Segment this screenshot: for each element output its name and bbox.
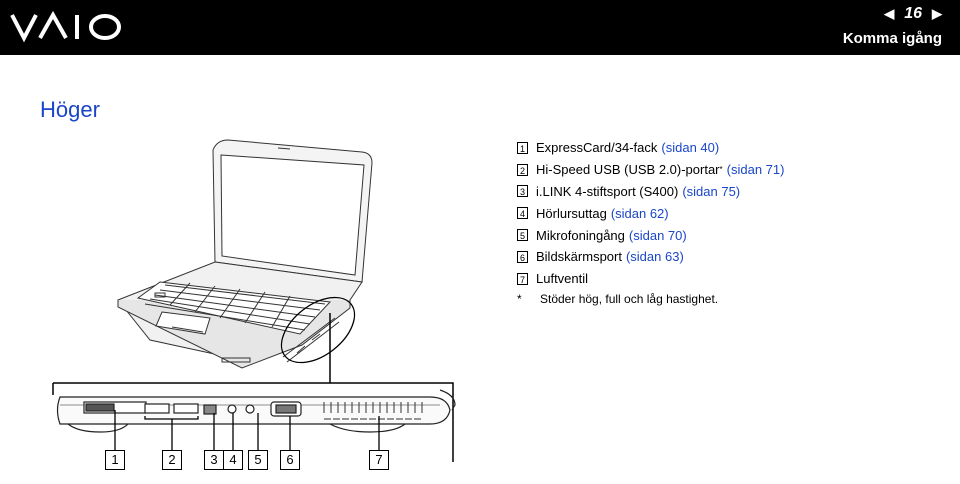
- callout-1: 1: [105, 450, 125, 470]
- item-number: 2: [517, 163, 528, 176]
- next-page-icon[interactable]: ▶: [932, 6, 942, 21]
- item-number: 6: [517, 250, 528, 263]
- section-title: Komma igång: [842, 30, 942, 47]
- list-item: 6 Bildskärmsport (sidan 63): [517, 246, 784, 268]
- item-text: Hi-Speed USB (USB 2.0)-portar: [536, 162, 720, 178]
- vent-slots: [323, 402, 423, 420]
- list-item: 4 Hörlursuttag (sidan 62): [517, 202, 784, 224]
- item-text: Bildskärmsport: [536, 249, 622, 265]
- list-item: 5 Mikrofoningång (sidan 70): [517, 224, 784, 246]
- page-link[interactable]: (sidan 71): [726, 162, 785, 178]
- item-text: Luftventil: [536, 271, 589, 287]
- item-number: 3: [517, 185, 528, 198]
- item-text: i.LINK 4-stiftsport (S400): [536, 183, 679, 199]
- footnote-text: Stöder hög, full och låg hastighet.: [540, 291, 719, 306]
- page-link[interactable]: (sidan 75): [682, 183, 741, 199]
- footnote: * Stöder hög, full och låg hastighet.: [517, 292, 784, 306]
- callout-connector: [52, 313, 454, 462]
- callout-6: 6: [280, 450, 300, 470]
- callout-5: 5: [248, 450, 268, 470]
- callout-2: 2: [162, 450, 182, 470]
- callout-3: 3: [204, 450, 224, 470]
- page-link[interactable]: (sidan 63): [625, 249, 684, 265]
- port-list: 1 ExpressCard/34-fack (sidan 40) 2 Hi-Sp…: [517, 137, 784, 306]
- callout-7: 7: [369, 450, 389, 470]
- header-bar: ◀ 16 ▶ Komma igång: [0, 0, 960, 55]
- footnote-star: *: [517, 291, 522, 306]
- item-number: 5: [517, 229, 528, 242]
- page-link[interactable]: (sidan 40): [661, 140, 720, 156]
- list-item: 1 ExpressCard/34-fack (sidan 40): [517, 137, 784, 159]
- prev-page-icon[interactable]: ◀: [884, 6, 895, 21]
- list-item: 7 Luftventil: [517, 268, 784, 290]
- callout-4: 4: [223, 450, 243, 470]
- item-text: Hörlursuttag: [536, 205, 607, 221]
- item-number: 1: [517, 141, 528, 154]
- list-item: 3 i.LINK 4-stiftsport (S400) (sidan 75): [517, 181, 784, 203]
- leader-lines: [114, 410, 380, 450]
- page-navigation: ◀ 16 ▶: [884, 5, 942, 23]
- vaio-logo: [10, 10, 121, 43]
- page-link[interactable]: (sidan 62): [610, 205, 669, 221]
- page-link[interactable]: (sidan 70): [628, 227, 687, 243]
- item-number: 7: [517, 272, 528, 285]
- list-item: 2 Hi-Speed USB (USB 2.0)-portar* (sidan …: [517, 159, 784, 181]
- item-text: Mikrofoningång: [536, 227, 625, 243]
- laptop-side-view: [56, 389, 456, 433]
- footnote-marker: *: [719, 165, 723, 175]
- laptop-overview: [117, 139, 373, 369]
- page-heading: Höger: [40, 97, 100, 122]
- item-number: 4: [517, 207, 528, 220]
- page-number: 16: [904, 5, 922, 22]
- item-text: ExpressCard/34-fack: [536, 140, 658, 156]
